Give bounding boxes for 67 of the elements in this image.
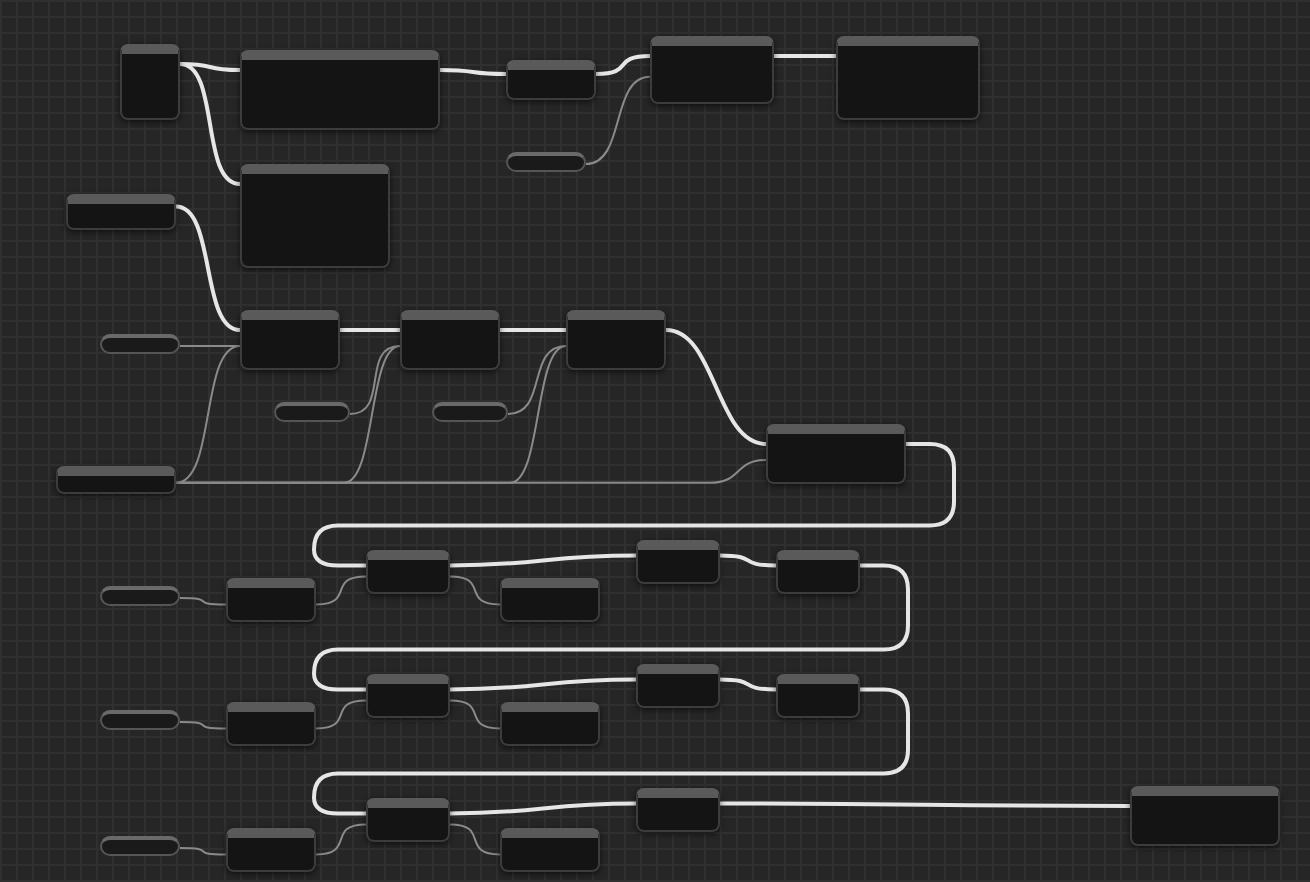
blueprint-node: [240, 50, 440, 130]
execution-wire: [595, 54, 651, 76]
blueprint-node: [636, 540, 720, 584]
variable-node: [100, 334, 180, 354]
execution-wire: [720, 801, 1130, 808]
blueprint-node: [636, 664, 720, 708]
blueprint-node: [566, 310, 666, 370]
variable-node: [274, 402, 350, 422]
blueprint-node: [500, 578, 600, 622]
execution-wire: [665, 328, 767, 446]
execution-wire: [175, 204, 241, 332]
data-wire: [315, 575, 367, 606]
blueprint-node: [226, 578, 316, 622]
blueprint-node: [226, 828, 316, 872]
execution-wire: [340, 328, 400, 332]
blueprint-node: [776, 674, 860, 718]
data-wire: [449, 575, 501, 606]
data-wire: [449, 699, 501, 730]
execution-wire: [774, 54, 836, 58]
execution-wire: [449, 677, 637, 692]
variable-node: [100, 586, 180, 606]
execution-wire: [500, 328, 566, 332]
execution-wire: [312, 687, 910, 816]
data-wire: [315, 823, 367, 856]
blueprint-node: [366, 550, 450, 594]
execution-wire: [179, 62, 241, 186]
variable-node: [100, 710, 180, 730]
blueprint-node: [56, 466, 176, 494]
blueprint-node: [836, 36, 980, 120]
variable-node: [432, 402, 508, 422]
data-wire: [175, 459, 767, 484]
data-wire: [175, 345, 241, 484]
blueprint-node: [400, 310, 500, 370]
execution-wire: [449, 801, 637, 816]
data-wire: [349, 345, 401, 415]
blueprint-node: [636, 788, 720, 832]
blueprint-node: [66, 194, 176, 230]
data-wire: [585, 75, 651, 165]
data-wire: [449, 823, 501, 856]
variable-node: [100, 836, 180, 856]
blueprint-node: [1130, 786, 1280, 846]
blueprint-node: [766, 424, 906, 484]
blueprint-node: [240, 164, 390, 268]
execution-wire: [719, 553, 777, 568]
blueprint-node: [650, 36, 774, 104]
blueprint-node: [366, 798, 450, 842]
data-wire: [179, 345, 241, 347]
execution-wire: [449, 553, 637, 568]
variable-node: [506, 152, 586, 172]
blueprint-node: [240, 310, 340, 370]
blueprint-node: [776, 550, 860, 594]
data-wire: [507, 345, 567, 415]
blueprint-node: [226, 702, 316, 746]
data-wire: [179, 721, 227, 730]
blueprint-node: [120, 44, 180, 120]
blueprint-node: [500, 702, 600, 746]
execution-wire: [312, 563, 910, 692]
execution-wire: [719, 677, 777, 692]
data-wire: [179, 597, 227, 606]
data-wire: [179, 847, 227, 856]
data-wire: [315, 699, 367, 730]
execution-wire: [312, 442, 956, 568]
execution-wire: [179, 62, 241, 72]
blueprint-node: [366, 674, 450, 718]
execution-wire: [439, 68, 507, 76]
blueprint-node: [500, 828, 600, 872]
blueprint-node: [506, 60, 596, 100]
